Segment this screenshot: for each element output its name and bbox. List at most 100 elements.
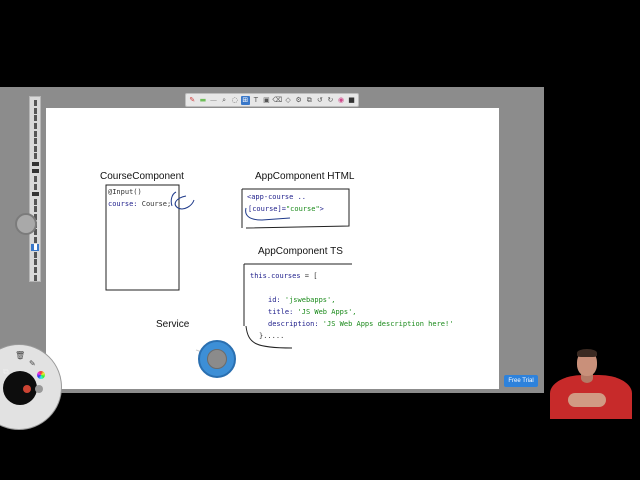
transform-icon[interactable]: ⊞ (240, 95, 250, 105)
left-tool-icon (33, 244, 37, 251)
left-tool-19[interactable] (31, 236, 39, 243)
radial-menu-center[interactable] (3, 371, 37, 405)
app-component-ts-title: AppComponent TS (258, 246, 343, 257)
eraser-icon[interactable]: ⌫ (272, 95, 283, 104)
course-field-type: Course; (137, 200, 172, 208)
presenter-hands (568, 393, 606, 407)
ts-id-key: id: (268, 296, 281, 304)
left-tool-15[interactable] (31, 206, 39, 213)
app-html-close: > (319, 205, 324, 213)
layers-icon[interactable]: ⧉ (3, 367, 9, 376)
side-scroll-knob[interactable] (15, 213, 37, 235)
image-icon[interactable]: ▣ (263, 95, 270, 104)
drawing-toolbar: ✎▬— ⌕ ◌⊞T ▣⌫◇ ⚙ ⧉ ↺ ↻◉■ (185, 93, 359, 107)
settings-icon[interactable]: ⚙ (295, 95, 302, 104)
left-tool-icon (33, 107, 37, 114)
ts-title-val: 'JS Web Apps', (293, 308, 357, 316)
color-wheel-icon[interactable]: ◉ (337, 95, 345, 104)
left-tool-2[interactable] (31, 107, 39, 115)
pen-red-icon[interactable]: ✎ (189, 95, 196, 104)
ts-close: }..... (259, 332, 285, 340)
presenter-hair (577, 349, 597, 357)
color-wheel-icon[interactable] (37, 371, 45, 379)
html-underline (245, 207, 291, 221)
free-trial-button[interactable]: Free Trial (504, 375, 538, 387)
whiteboard-canvas[interactable]: CourseComponent @Input() course: Course;… (46, 108, 499, 389)
app-html-box (241, 188, 350, 229)
left-tool-icon (33, 115, 37, 122)
rotation-dial[interactable] (198, 340, 236, 378)
app-html-line-1: <app-course .. (247, 193, 307, 201)
left-tool-8[interactable] (31, 153, 39, 160)
left-tool-icon (33, 259, 37, 266)
dial-center[interactable] (207, 349, 227, 369)
color-swatch-icon[interactable]: ■ (348, 95, 355, 104)
left-tool-icon (31, 169, 39, 174)
left-tool-icon (33, 176, 37, 183)
text-tool-icon[interactable]: T (253, 95, 258, 104)
ts-line-1: this.courses = [ (250, 272, 317, 281)
trash-icon[interactable]: 🗑 (15, 351, 26, 360)
ts-desc-val: 'JS Web Apps description here!' (318, 320, 454, 328)
lasso-icon[interactable]: ◌ (231, 95, 238, 104)
ts-desc-key: description: (268, 320, 319, 328)
left-tool-1[interactable] (31, 100, 39, 107)
service-label: Service (156, 319, 190, 330)
presenter-head (577, 351, 597, 376)
left-tool-icon (33, 274, 37, 281)
left-tool-icon (33, 145, 37, 152)
left-tool-12[interactable] (31, 183, 39, 190)
app-html-line-2: [course]="course"> (248, 205, 324, 214)
record-icon[interactable] (23, 385, 31, 393)
left-tool-icon (33, 183, 37, 190)
course-component-box (105, 184, 180, 291)
left-tool-23[interactable] (31, 267, 39, 274)
brush-size-icon[interactable] (35, 385, 43, 393)
line-icon[interactable]: — (209, 95, 217, 104)
pen-icon[interactable]: ✎ (29, 359, 36, 368)
ts-bracket (245, 325, 293, 349)
ts-description-line: description: 'JS Web Apps description he… (268, 320, 453, 329)
left-tool-24[interactable] (31, 274, 39, 281)
app-html-binding: [course]= (248, 205, 286, 213)
left-tool-icon (33, 206, 37, 213)
left-tool-icon (31, 192, 39, 197)
ts-id-line: id: 'jswebapps', (268, 296, 335, 305)
presenter-neck (581, 373, 593, 383)
left-tool-11[interactable] (31, 176, 39, 183)
left-tool-3[interactable] (31, 115, 39, 122)
radial-menu[interactable]: 🗑 ✎ ⧉ (0, 344, 62, 430)
left-tool-6[interactable] (31, 138, 39, 145)
course-input-decorator: @Input() (108, 188, 142, 196)
left-tool-icon (33, 267, 37, 273)
undo-icon[interactable]: ↺ (316, 95, 323, 104)
highlighter-icon[interactable]: ▬ (199, 95, 207, 104)
left-tool-13[interactable] (31, 191, 39, 198)
crop-icon[interactable]: ⧉ (306, 95, 312, 104)
left-tool-5[interactable] (31, 130, 39, 137)
course-field-name: course: (108, 200, 138, 208)
left-tool-20[interactable] (31, 243, 39, 251)
left-tool-icon (33, 198, 37, 205)
webcam-overlay (544, 345, 640, 419)
binding-arrow-2 (170, 191, 177, 207)
app-html-value: "course" (285, 205, 320, 213)
course-field-line: course: Course; (108, 200, 171, 209)
left-tool-icon (31, 161, 39, 166)
left-tool-10[interactable] (31, 168, 39, 175)
left-tool-4[interactable] (31, 123, 39, 130)
redo-icon[interactable]: ↻ (327, 95, 334, 104)
left-tool-7[interactable] (31, 145, 39, 152)
left-tool-21[interactable] (31, 251, 39, 259)
left-tool-18[interactable] (31, 229, 39, 236)
left-tool-14[interactable] (31, 198, 39, 206)
ts-id-val: 'jswebapps', (280, 296, 336, 304)
ts-title-line: title: 'JS Web Apps', (268, 308, 357, 317)
magnifier-icon[interactable]: ⌕ (222, 95, 227, 104)
left-tool-9[interactable] (31, 161, 39, 168)
ts-courses-var: this.courses (250, 272, 301, 280)
app-component-html-title: AppComponent HTML (255, 171, 355, 182)
left-tool-icon (33, 138, 37, 145)
shapes-icon[interactable]: ◇ (285, 95, 291, 104)
left-tool-22[interactable] (31, 259, 39, 266)
